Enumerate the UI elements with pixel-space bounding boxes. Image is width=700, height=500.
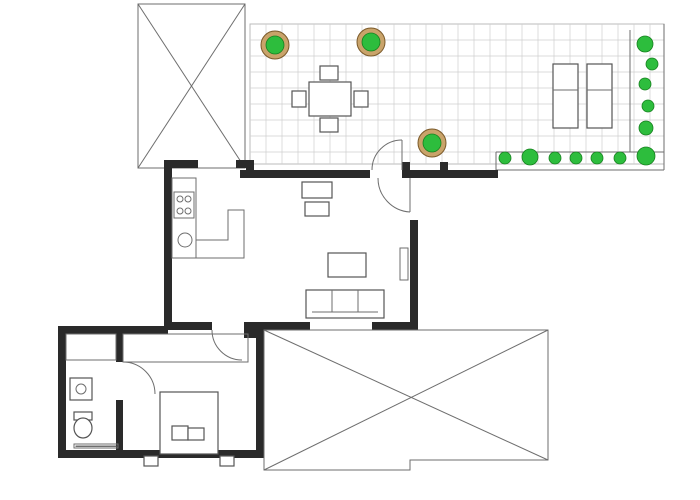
door-arcs [122,139,411,395]
toilet-icon [73,411,93,439]
living-room [301,181,409,319]
roof-void-bottom [263,329,549,471]
kitchen [171,177,245,259]
roof-void-top [137,3,246,169]
bathroom [65,333,119,449]
shower-tray [75,445,117,447]
shower-icon [73,443,119,449]
sink-icon [69,377,93,401]
bedroom [122,333,249,467]
potted-plant-icon [260,27,447,158]
hob-icon [173,191,195,219]
bed-icon [143,391,235,467]
walls [58,160,498,458]
planter-bed [495,24,665,171]
sofa-icon [305,289,385,319]
sun-lounger-icon [552,63,613,129]
sink-icon [177,232,193,248]
dining-table-icon [291,65,369,133]
